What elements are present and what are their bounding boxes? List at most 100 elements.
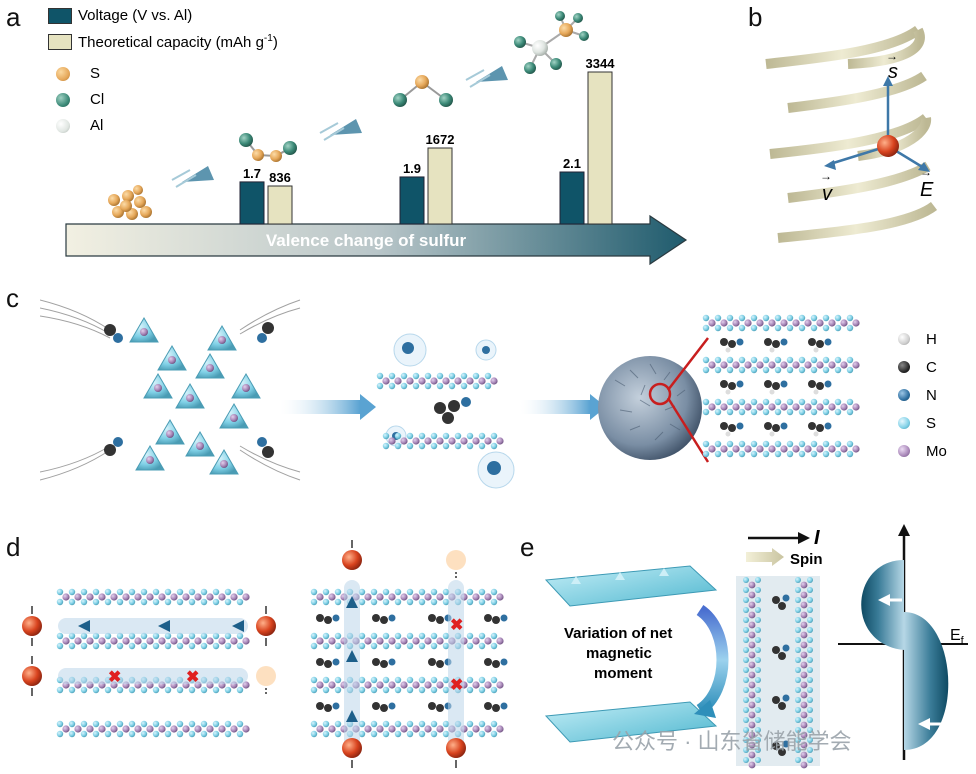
- superlattice-zoom: [702, 314, 860, 458]
- channel-left: [344, 580, 360, 756]
- magnetic-plate-bottom: [544, 701, 718, 743]
- chlorine-atom-icon: [56, 92, 70, 107]
- mo-atom: [220, 460, 228, 468]
- watermark-text: 公众号 · 山东省储能学会: [612, 729, 852, 754]
- spin-label: Spin: [790, 551, 823, 568]
- spin-symbol: s: [888, 61, 898, 83]
- molybdenum-atom-icon: [898, 445, 910, 457]
- carbon-atom-icon: [898, 361, 910, 373]
- mo-atom: [218, 336, 226, 344]
- velocity-arrow-icon: →: [820, 169, 832, 183]
- legend-atom-s-label: S: [90, 65, 101, 82]
- mo-atom: [242, 384, 250, 392]
- panel-c-legend: H C N S Mo: [898, 325, 947, 465]
- mo-atom: [230, 414, 238, 422]
- field-symbol: E: [920, 179, 934, 201]
- legend-n-label: N: [926, 386, 937, 404]
- panel-c-scheme: [40, 299, 860, 489]
- legend-c-label: C: [926, 358, 937, 376]
- magnetic-plate-top: [544, 565, 718, 607]
- field-arrow-icon: →: [920, 165, 932, 179]
- legend-h: H: [898, 325, 947, 353]
- current-symbol: I: [814, 527, 820, 549]
- field-vector-head: [918, 162, 930, 172]
- x-mark-icon: ✖: [186, 669, 199, 686]
- valence-arrow-label: Valence change of sulfur: [266, 231, 467, 250]
- nanosphere-texture: [614, 363, 686, 441]
- panel-label-c: c: [6, 283, 19, 313]
- valence-arrow: [65, 214, 688, 266]
- legend-atom-s: S: [56, 65, 100, 82]
- voltage-value-label: 2.1: [563, 156, 581, 171]
- capacity-bar: [267, 185, 293, 225]
- amine-streaks: [40, 299, 301, 481]
- legend-atom-cl: Cl: [56, 91, 104, 108]
- spin-down-arrow-icon: [918, 718, 930, 730]
- panel-label-d: d: [6, 532, 21, 562]
- capacity-value-label: 1672: [426, 132, 455, 147]
- channel-top: [58, 618, 248, 634]
- helix-ribbon: [765, 25, 938, 243]
- blocked-markers: ✖✖ ✖✖: [108, 617, 463, 694]
- flow-arrow-2-head: [590, 394, 606, 420]
- legend-atom-al-label: Al: [90, 117, 104, 134]
- channel-right: [448, 580, 464, 756]
- variation-line-1: Variation of net: [564, 625, 672, 642]
- channel-bottom: [58, 668, 248, 684]
- legend-h-label: H: [926, 330, 937, 348]
- zoom-line-top: [667, 337, 709, 391]
- voltage-bar: [559, 171, 585, 225]
- variation-line-2: magnetic: [586, 645, 652, 662]
- panel-b-helix: s → E → v →: [765, 25, 938, 243]
- nitrogen-atom-icon: [898, 389, 910, 401]
- mo-atom: [196, 442, 204, 450]
- voltage-value-label: 1.7: [243, 166, 261, 181]
- spin-up-arrow-icon: [878, 594, 890, 606]
- mos2-flakes: [129, 317, 261, 475]
- fermi-label: Ef: [950, 627, 965, 647]
- sulfur-atom-icon: [898, 417, 910, 429]
- legend-mo: Mo: [898, 437, 947, 465]
- intercalation-stage: [376, 333, 515, 489]
- x-mark-icon: ✖: [450, 617, 463, 634]
- panel-label-e: e: [520, 532, 535, 562]
- hydrogen-atom-icon: [898, 333, 910, 345]
- sulfur-atom-icon: [56, 66, 70, 81]
- panel-d-scheme: ✖✖ ✖✖: [22, 540, 508, 768]
- alcl4-cluster-icon: [514, 11, 589, 74]
- aluminum-atom-icon: [56, 118, 70, 133]
- spin-arrow-icon: [746, 548, 784, 566]
- nanosphere: [598, 356, 702, 460]
- capacity-value-label: 836: [269, 170, 291, 185]
- amine-molecules: [104, 322, 274, 458]
- spin-flow-arrows: [78, 596, 358, 722]
- s8-molecule-icon: [108, 185, 152, 220]
- legend-n: N: [898, 381, 947, 409]
- capacity-value-label: 3344: [586, 56, 616, 71]
- legend-capacity-label: Theoretical capacity (mAh g-1): [78, 33, 278, 51]
- flow-arrow-2: [520, 400, 590, 414]
- flow-arrow-1: [280, 400, 360, 414]
- legend-capacity: Theoretical capacity (mAh g-1): [48, 33, 278, 51]
- mo-atom: [206, 364, 214, 372]
- mo-atom: [166, 430, 174, 438]
- mo-atom: [154, 384, 162, 392]
- current-arrow-head: [798, 532, 810, 544]
- panel-label-a: a: [6, 2, 21, 32]
- electron-spin-arrows: [31, 540, 457, 768]
- legend-mo-label: Mo: [926, 442, 947, 460]
- legend-s-label: S: [926, 414, 937, 432]
- zoom-line-bottom: [666, 397, 710, 463]
- capacity-label-suffix: ): [272, 34, 278, 51]
- legend-s: S: [898, 409, 947, 437]
- variation-curved-arrow: [696, 605, 729, 715]
- capacity-swatch: [48, 34, 72, 50]
- capacity-label-sup: -1: [263, 33, 273, 44]
- mo-atom: [168, 356, 176, 364]
- voltage-swatch: [48, 7, 72, 24]
- velocity-symbol: v: [822, 183, 833, 205]
- variation-arrow-head: [694, 700, 716, 718]
- spin-arrow-icon: →: [886, 49, 898, 63]
- legend-voltage: Voltage (V vs. Al): [48, 7, 192, 24]
